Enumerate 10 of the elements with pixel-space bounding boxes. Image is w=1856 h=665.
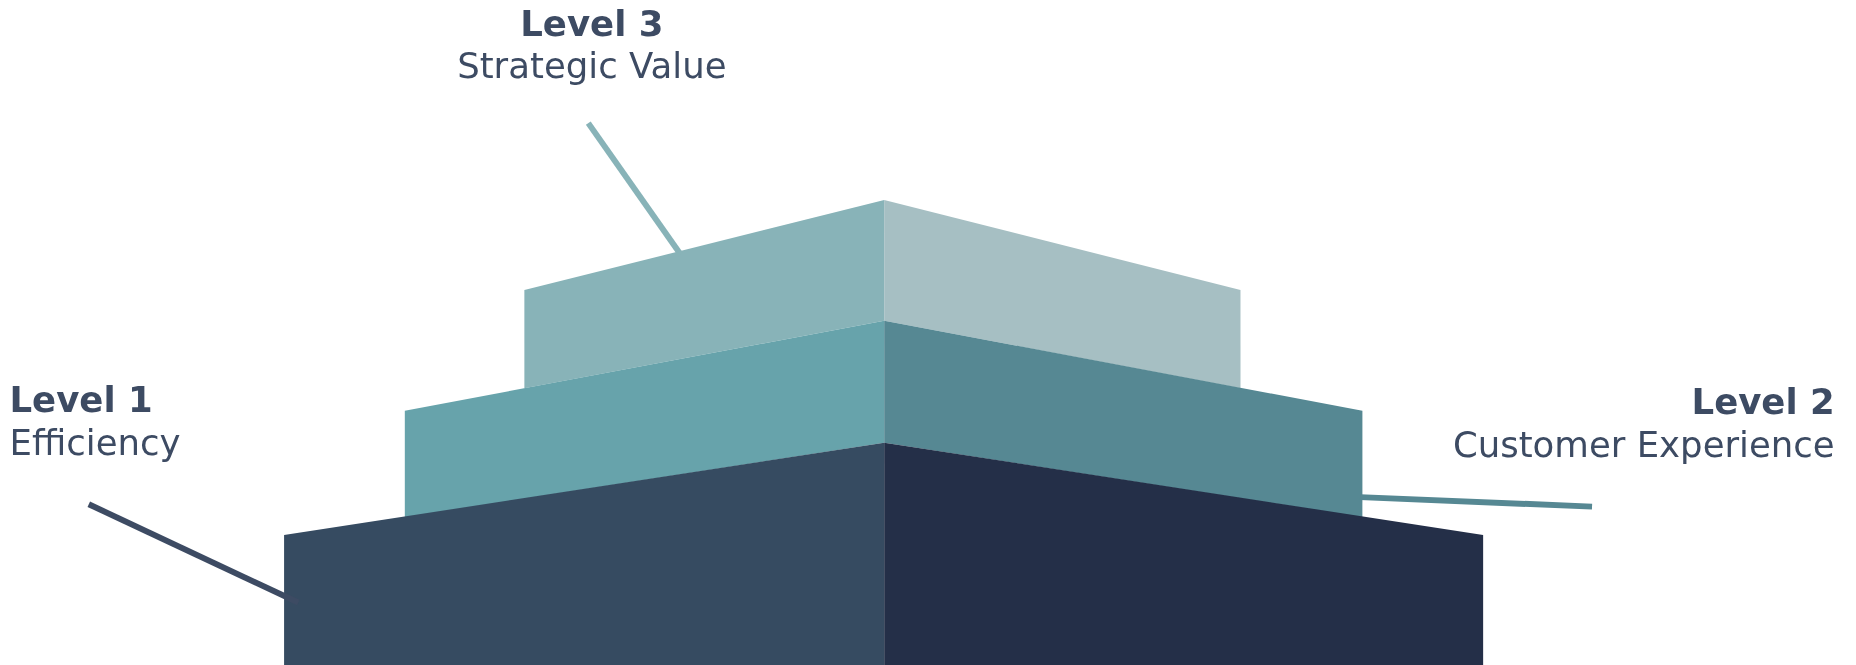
level-description: Customer Experience — [1451, 423, 1835, 467]
level-heading: Level 1 — [9, 378, 154, 422]
pyramid-tier — [524, 200, 1241, 389]
leader-line — [87, 501, 300, 606]
level-description: Strategic Value — [456, 45, 728, 88]
leader-line — [1359, 494, 1593, 510]
level-description: Efficiency — [9, 421, 182, 464]
level-heading: Level 3 — [519, 2, 665, 45]
pyramid-tier — [404, 320, 1363, 518]
level-heading: Level 2 — [1690, 381, 1835, 424]
